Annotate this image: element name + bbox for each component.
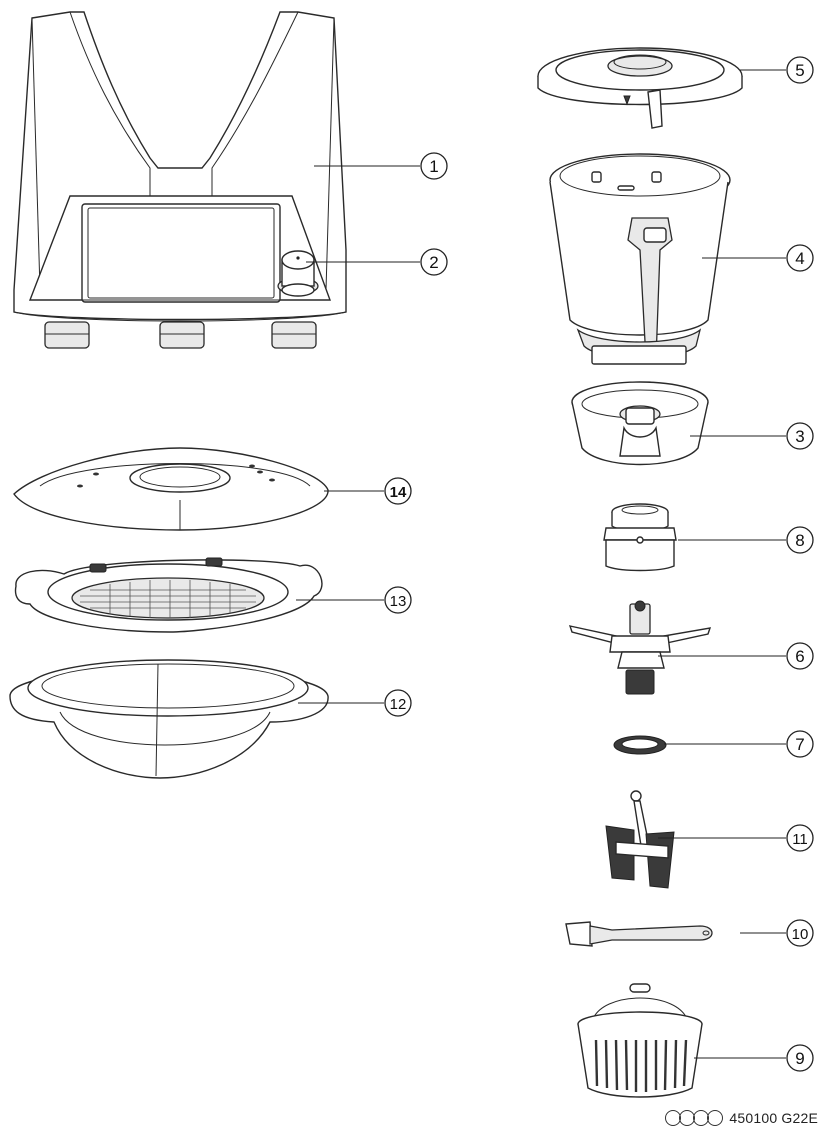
callout-c9: 9 bbox=[786, 1044, 814, 1072]
simmering-basket-illustration bbox=[577, 983, 703, 1098]
callout-c1: 1 bbox=[420, 152, 448, 180]
callout-label: 8 bbox=[795, 531, 804, 550]
mixing-bowl-illustration bbox=[549, 153, 731, 365]
footer-circles bbox=[665, 1110, 724, 1126]
callout-c2: 2 bbox=[420, 248, 448, 276]
steamer-bowl-illustration bbox=[9, 659, 329, 779]
document-code-footer: 450100 G22E bbox=[665, 1110, 818, 1126]
callout-label: 6 bbox=[795, 647, 804, 666]
callout-c3: 3 bbox=[786, 422, 814, 450]
callout-label: 4 bbox=[795, 249, 804, 268]
base-unit-illustration bbox=[13, 11, 347, 349]
callout-c12: 12 bbox=[384, 689, 412, 717]
callout-label: 13 bbox=[390, 593, 407, 610]
callout-c14: 14 bbox=[384, 477, 412, 505]
callout-c4: 4 bbox=[786, 244, 814, 272]
callout-c8: 8 bbox=[786, 526, 814, 554]
leader-lines bbox=[296, 69, 786, 1059]
document-code: 450100 G22E bbox=[729, 1110, 818, 1126]
callout-label: 14 bbox=[390, 484, 407, 501]
sealing-ring-illustration bbox=[613, 735, 667, 755]
callout-c10: 10 bbox=[786, 919, 814, 947]
steamer-lid-illustration bbox=[13, 447, 329, 531]
measuring-cup-illustration bbox=[603, 503, 677, 572]
callout-c6: 6 bbox=[786, 642, 814, 670]
footer-circle-icon bbox=[707, 1110, 724, 1126]
butterfly-whisk-illustration bbox=[605, 790, 675, 889]
callout-label: 9 bbox=[795, 1049, 804, 1068]
mixing-knife-illustration bbox=[568, 600, 712, 695]
steamer-tray-illustration bbox=[14, 557, 323, 633]
mixing-bowl-base-illustration bbox=[571, 381, 709, 466]
callout-c7: 7 bbox=[786, 730, 814, 758]
callout-label: 2 bbox=[429, 253, 438, 272]
callout-label: 7 bbox=[795, 735, 804, 754]
callout-c11: 11 bbox=[786, 824, 814, 852]
callout-c13: 13 bbox=[384, 586, 412, 614]
callout-c5: 5 bbox=[786, 56, 814, 84]
callout-label: 12 bbox=[390, 696, 407, 713]
callout-label: 5 bbox=[795, 61, 804, 80]
spatula-illustration bbox=[565, 921, 713, 947]
callout-label: 3 bbox=[795, 427, 804, 446]
callout-label: 10 bbox=[792, 926, 809, 943]
callout-label: 1 bbox=[429, 157, 438, 176]
callout-label: 11 bbox=[792, 831, 808, 848]
mixing-bowl-lid-illustration bbox=[537, 47, 743, 129]
